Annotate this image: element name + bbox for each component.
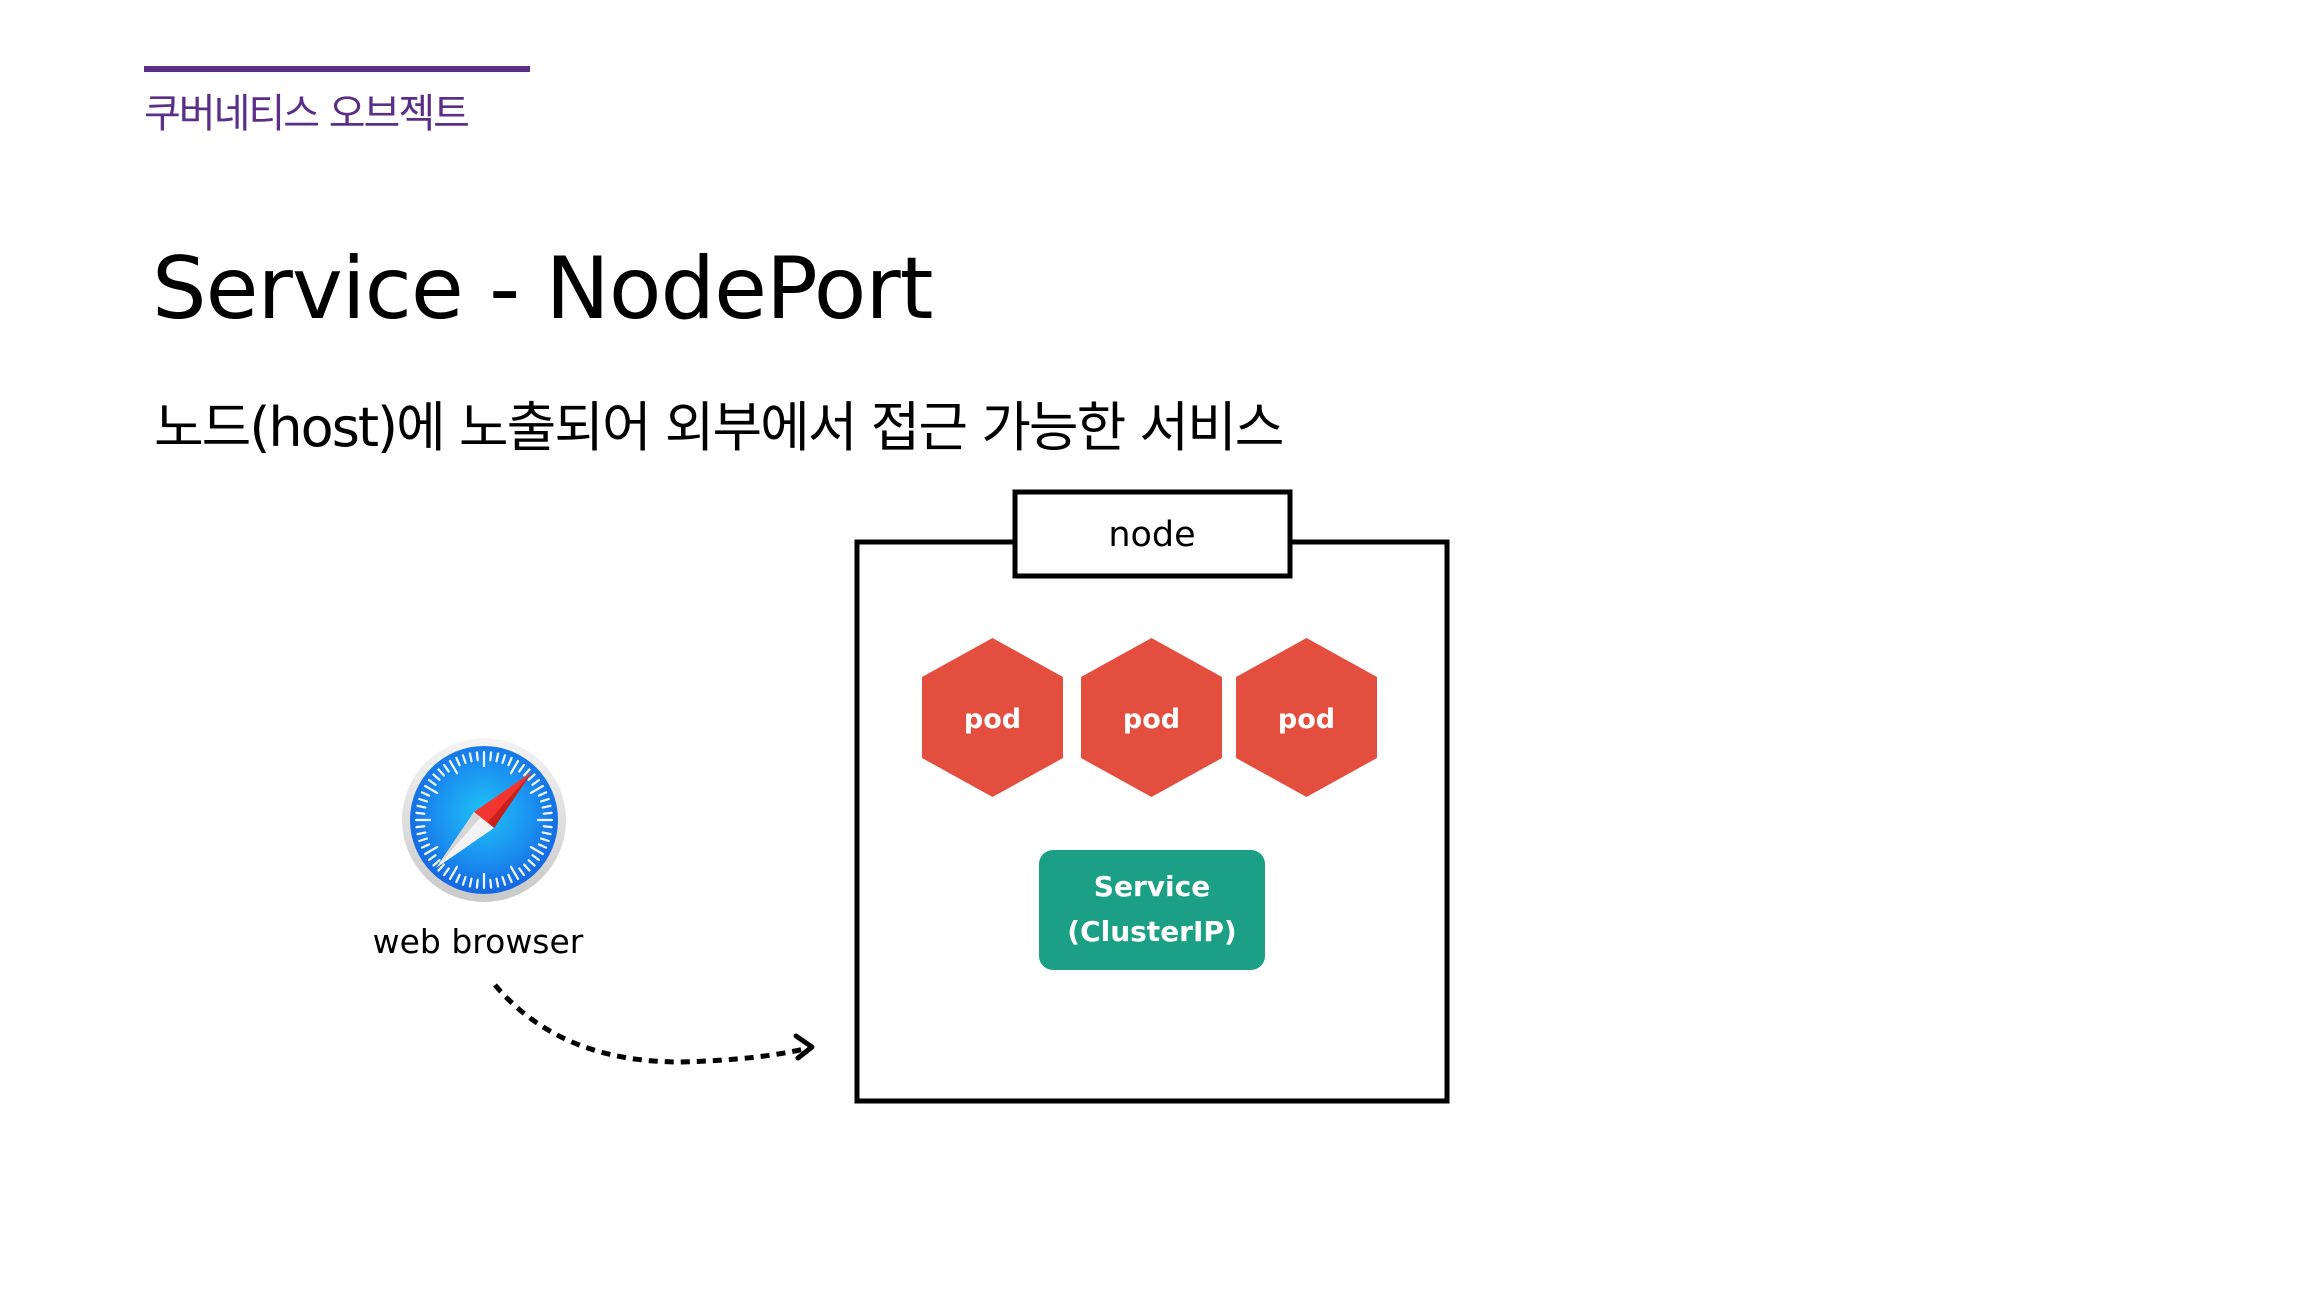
compass-tick: [468, 752, 473, 763]
pod-hexagon: [1236, 638, 1377, 797]
section-accent-bar: [144, 66, 530, 72]
compass-tick: [415, 825, 426, 829]
compass-tick: [518, 763, 526, 773]
compass-tick: [531, 778, 541, 786]
compass-tick: [523, 863, 531, 872]
compass-tick: [539, 797, 550, 803]
web-browser-label: web browser: [373, 922, 584, 961]
connection-arrow: [493, 983, 815, 1065]
compass-tick: [424, 784, 439, 795]
node-frame: [854, 539, 1450, 1104]
web-browser: web browser: [373, 738, 584, 961]
compass-tick: [507, 756, 513, 767]
compass-tick: [415, 811, 426, 815]
compass-tick: [468, 877, 473, 888]
compass-tick: [529, 845, 544, 856]
compass-tick: [501, 875, 507, 886]
compass-tick: [475, 751, 479, 762]
compass-tick: [461, 875, 467, 886]
dashed-curve: [493, 983, 809, 1065]
arrowhead-icon: [793, 1033, 815, 1061]
compass-tick: [448, 865, 459, 880]
compass-tick: [542, 825, 553, 829]
compass-tick: [437, 863, 445, 872]
compass-tick: [442, 867, 450, 877]
compass-tick: [420, 843, 431, 849]
pod-3: pod: [1236, 638, 1377, 797]
compass-tick: [507, 873, 513, 884]
compass-tick: [509, 865, 520, 880]
compass-tick: [448, 760, 459, 775]
pod-1: pod: [922, 638, 1063, 797]
compass-tick: [427, 778, 437, 786]
compass-tick: [424, 845, 439, 856]
compass-tick: [432, 859, 441, 867]
service-label-line1: Service: [1094, 870, 1210, 903]
compass-tick: [541, 831, 552, 836]
compass-tick: [495, 877, 500, 888]
compass-tick: [432, 773, 441, 781]
pod-hexagon: [922, 638, 1063, 797]
compass-tick: [537, 791, 548, 797]
compass-tick: [539, 837, 550, 843]
node-box: node: [854, 489, 1450, 1104]
compass-tick: [523, 768, 531, 777]
pod-label: pod: [1123, 704, 1180, 735]
pod-group: pod pod pod: [922, 638, 1377, 797]
compass-tick: [518, 867, 526, 877]
compass-tick: [475, 878, 479, 889]
compass-tick: [489, 751, 493, 762]
compass-tick: [442, 763, 450, 773]
page-subtitle: 노드(host)에 노출되어 외부에서 접근 가능한 서비스: [154, 396, 1284, 459]
compass-tick: [416, 804, 427, 809]
compass-tick: [501, 754, 507, 765]
node-label: node: [1108, 515, 1195, 555]
section-label: 쿠버네티스 오브젝트: [144, 91, 470, 137]
compass-tick: [437, 768, 445, 777]
compass-tick: [531, 854, 541, 862]
compass-tick: [416, 831, 427, 836]
compass-tick: [527, 859, 536, 867]
compass-tick: [418, 837, 429, 843]
page-title: Service - NodePort: [152, 239, 933, 339]
compass-tick: [455, 756, 461, 767]
compass-tick: [427, 854, 437, 862]
compass-tick: [461, 754, 467, 765]
compass-tick: [455, 873, 461, 884]
compass-tick: [537, 843, 548, 849]
compass-tick: [542, 811, 553, 815]
compass-tick: [541, 804, 552, 809]
compass-tick: [489, 878, 493, 889]
node-label-box: [1012, 489, 1293, 579]
compass-tick: [495, 752, 500, 763]
compass-tick: [420, 791, 431, 797]
pod-hexagon: [1081, 638, 1222, 797]
service-rect: [1039, 850, 1265, 970]
pod-2: pod: [1081, 638, 1222, 797]
pod-label: pod: [964, 704, 1021, 735]
service-box: Service (ClusterIP): [1039, 850, 1265, 970]
compass-tick: [509, 760, 520, 775]
service-label-line2: (ClusterIP): [1067, 915, 1236, 948]
compass-tick: [418, 797, 429, 803]
safari-compass-icon: [402, 738, 566, 902]
compass-tick: [527, 773, 536, 781]
compass-tick: [529, 784, 544, 795]
pod-label: pod: [1278, 704, 1335, 735]
